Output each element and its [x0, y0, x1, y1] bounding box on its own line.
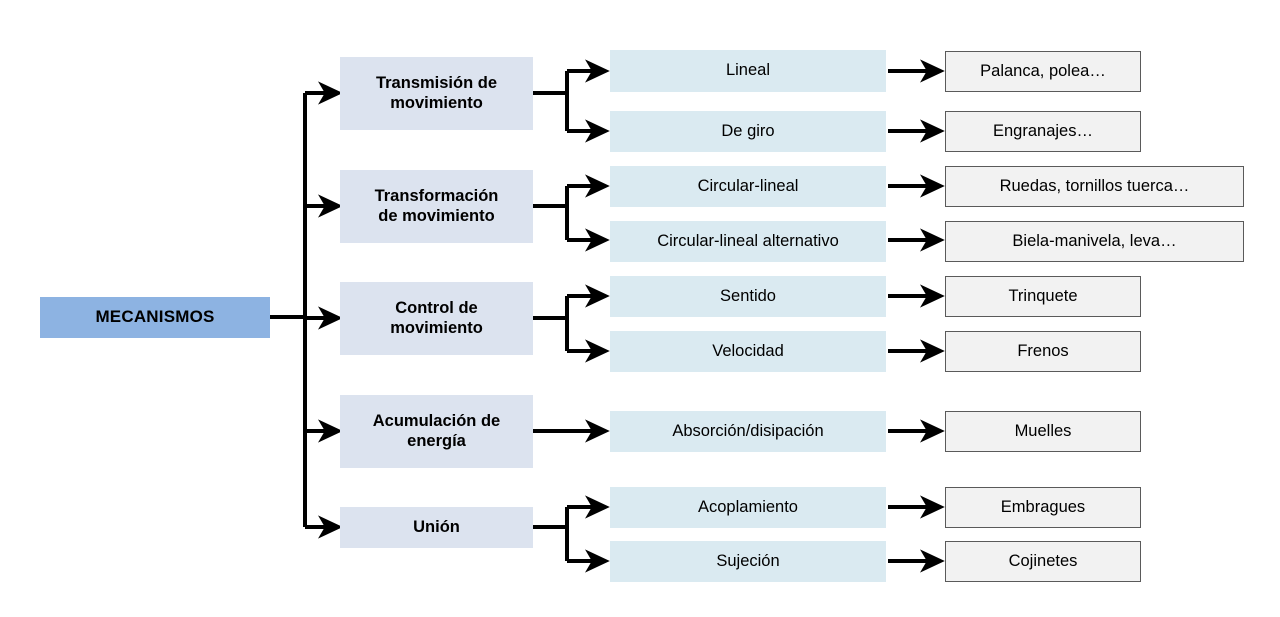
- category-node-control-de-movimiento[interactable]: Control de movimiento: [340, 282, 533, 355]
- example-node-trinquete[interactable]: Trinquete: [945, 276, 1141, 317]
- example-node-embragues[interactable]: Embragues: [945, 487, 1141, 528]
- example-node-muelles[interactable]: Muelles: [945, 411, 1141, 452]
- split-connector-1: [533, 59, 610, 143]
- example-node-ruedas-tornillos-tuerca[interactable]: Ruedas, tornillos tuerca…: [945, 166, 1244, 207]
- example-node-cojinetes[interactable]: Cojinetes: [945, 541, 1141, 582]
- category-node-acumulacion-de-energia[interactable]: Acumulación de energía: [340, 395, 533, 468]
- root-node-mecanismos[interactable]: MECANISMOS: [40, 297, 270, 338]
- subtype-node-lineal[interactable]: Lineal: [610, 50, 886, 92]
- category-node-union[interactable]: Unión: [340, 507, 533, 548]
- subtype-node-sentido[interactable]: Sentido: [610, 276, 886, 317]
- category-node-transmision-de-movimiento[interactable]: Transmisión de movimiento: [340, 57, 533, 130]
- subtype-node-circular-lineal-alternativo[interactable]: Circular-lineal alternativo: [610, 221, 886, 262]
- split-connector-3: [533, 284, 610, 363]
- subtype-node-acoplamiento[interactable]: Acoplamiento: [610, 487, 886, 528]
- split-connector-2: [533, 174, 610, 252]
- example-node-palanca-polea[interactable]: Palanca, polea…: [945, 51, 1141, 92]
- category-node-transformacion-de-movimiento[interactable]: Transformación de movimiento: [340, 170, 533, 243]
- example-node-frenos[interactable]: Frenos: [945, 331, 1141, 372]
- subtype-node-circular-lineal[interactable]: Circular-lineal: [610, 166, 886, 207]
- subtype-node-absorcion-disipacion[interactable]: Absorción/disipación: [610, 411, 886, 452]
- example-node-biela-manivela-leva[interactable]: Biela-manivela, leva…: [945, 221, 1244, 262]
- example-node-engranajes[interactable]: Engranajes…: [945, 111, 1141, 152]
- split-connector-5: [533, 495, 610, 573]
- subtype-node-de-giro[interactable]: De giro: [610, 111, 886, 152]
- subtype-node-sujecion[interactable]: Sujeción: [610, 541, 886, 582]
- subtype-node-velocidad[interactable]: Velocidad: [610, 331, 886, 372]
